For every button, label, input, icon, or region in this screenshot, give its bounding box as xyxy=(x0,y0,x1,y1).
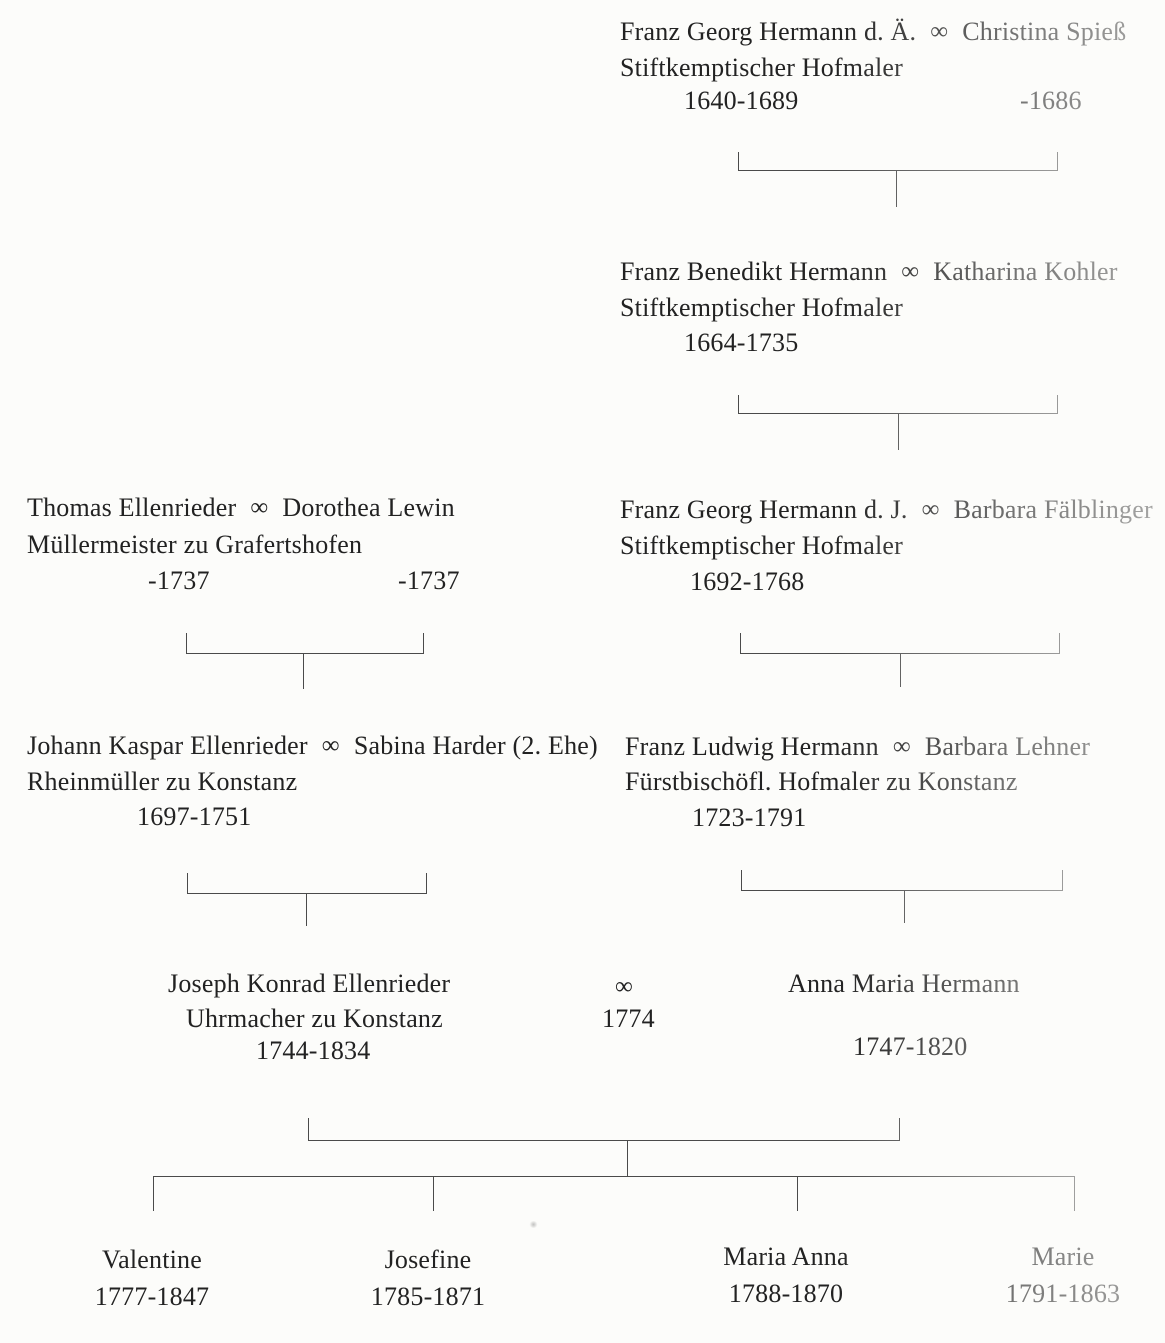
husband-dates: 1744-1834 xyxy=(256,1036,371,1065)
child-name: Josefine xyxy=(384,1245,472,1274)
couple-line-gen4: Franz Ludwig Hermann ∞ Barbara Lehner xyxy=(625,734,1090,760)
spouse-dates: -1686 xyxy=(1020,86,1082,115)
spouse-name: Christina Spieß xyxy=(962,17,1127,46)
couple-line-gen3: Franz Georg Hermann d. J. ∞ Barbara Fälbli… xyxy=(620,497,1153,523)
children-bar xyxy=(153,1176,1075,1211)
spouse-name: Sabina Harder (2. Ehe) xyxy=(353,731,598,760)
child-dates: 1788-1870 xyxy=(728,1279,844,1308)
occupation: Stiftkemptischer Hofmaler xyxy=(620,293,903,322)
husband-occupation: Uhrmacher zu Konstanz xyxy=(186,1004,443,1033)
person-dates: 1697-1751 xyxy=(137,802,252,831)
person-name: Johann Kaspar Ellenrieder xyxy=(27,731,308,760)
person-name: Franz Georg Hermann d. Ä. xyxy=(620,17,917,46)
scan-fade-overlay xyxy=(835,0,1165,1343)
person-dates: 1723-1791 xyxy=(692,803,807,832)
child-block: Josefine 1785-1871 xyxy=(298,1247,558,1310)
marriage-symbol: ∞ xyxy=(321,732,340,759)
occupation: Fürstbischöfl. Hofmaler zu Konstanz xyxy=(625,767,1018,796)
person-name: Franz Georg Hermann d. J. xyxy=(620,495,908,524)
child-dates: 1777-1847 xyxy=(94,1282,210,1311)
marriage-symbol: ∞ xyxy=(921,496,940,523)
child-name: Valentine xyxy=(102,1245,202,1274)
marriage-symbol: ∞ xyxy=(901,258,920,285)
occupation: Rheinmüller zu Konstanz xyxy=(27,767,298,796)
marriage-symbol: ∞ xyxy=(615,973,634,1000)
spouse-name: Barbara Fälblinger xyxy=(953,495,1153,524)
spouse-name: Barbara Lehner xyxy=(924,732,1091,761)
child-name: Marie xyxy=(1031,1242,1095,1271)
wife-name: Anna Maria Hermann xyxy=(788,969,1020,998)
descent-bracket xyxy=(741,870,1063,923)
person-dates: -1737 xyxy=(148,566,210,595)
child-block: Valentine 1777-1847 xyxy=(22,1247,282,1310)
spouse-name: Katharina Kohler xyxy=(933,257,1118,286)
person-name: Franz Benedikt Hermann xyxy=(620,257,888,286)
person-name: Thomas Ellenrieder xyxy=(27,493,237,522)
descent-bracket xyxy=(740,633,1060,687)
marriage-bracket xyxy=(308,1118,900,1176)
couple-line-ellenrieder1: Thomas Ellenrieder ∞ Dorothea Lewin xyxy=(27,495,455,521)
child-block: Marie 1791-1863 xyxy=(933,1244,1165,1307)
scan-speck xyxy=(529,1221,538,1228)
person-dates: 1640-1689 xyxy=(684,86,799,115)
marriage-symbol: ∞ xyxy=(930,18,949,45)
descent-bracket xyxy=(186,633,424,689)
occupation: Müllermeister zu Grafertshofen xyxy=(27,530,363,559)
wife-dates: 1747-1820 xyxy=(853,1032,968,1061)
child-block: Maria Anna 1788-1870 xyxy=(656,1244,916,1307)
marriage-year: 1774 xyxy=(602,1004,655,1033)
descent-bracket xyxy=(738,395,1058,450)
husband-name: Joseph Konrad Ellenrieder xyxy=(168,969,451,998)
spouse-name: Dorothea Lewin xyxy=(282,493,455,522)
couple-line-ellenrieder2: Johann Kaspar Ellenrieder ∞ Sabina Harder … xyxy=(27,733,598,759)
marriage-symbol: ∞ xyxy=(250,494,269,521)
descent-bracket xyxy=(738,152,1058,207)
couple-line-gen2: Franz Benedikt Hermann ∞ Katharina Kohler xyxy=(620,259,1118,285)
child-dates: 1785-1871 xyxy=(370,1282,486,1311)
person-dates: 1664-1735 xyxy=(684,328,799,357)
child-dates: 1791-1863 xyxy=(1005,1279,1121,1308)
person-dates: 1692-1768 xyxy=(690,567,805,596)
occupation: Stiftkemptischer Hofmaler xyxy=(620,53,903,82)
spouse-dates: -1737 xyxy=(398,566,460,595)
marriage-symbol: ∞ xyxy=(892,733,911,760)
child-name: Maria Anna xyxy=(723,1242,849,1271)
person-name: Franz Ludwig Hermann xyxy=(625,732,879,761)
couple-line-gen1: Franz Georg Hermann d. Ä. ∞ Christina Spie… xyxy=(620,19,1126,45)
descent-bracket xyxy=(187,873,427,926)
occupation: Stiftkemptischer Hofmaler xyxy=(620,531,903,560)
